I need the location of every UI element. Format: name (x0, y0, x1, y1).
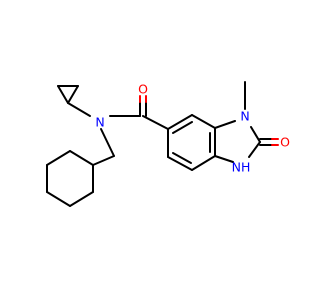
imidazolone-ring (214, 120, 261, 163)
bond-carbonyl-benzene (142, 115, 169, 130)
atom-label-carbonyl-o: O (280, 135, 290, 150)
amide-carbonyl-double-bond (139, 95, 147, 117)
atom-label-ring-n-methyl: N (240, 109, 249, 124)
cyclohexyl-ring (46, 150, 94, 207)
bond-cyclopropyl-n (67, 102, 91, 117)
atom-label-amide-o: O (138, 82, 148, 97)
cyclopropyl-ring (57, 85, 79, 104)
atom-label-ring-n-h: NH (232, 160, 251, 175)
atom-label-amide-n: N (95, 115, 104, 130)
bond-n-ch2 (100, 128, 115, 157)
molecule-structure: N O N NH O (46, 81, 290, 207)
benzene-ring (167, 114, 216, 171)
bond-ch2-cyclohexyl (92, 155, 115, 166)
ring-carbonyl-double-bond (259, 138, 279, 146)
